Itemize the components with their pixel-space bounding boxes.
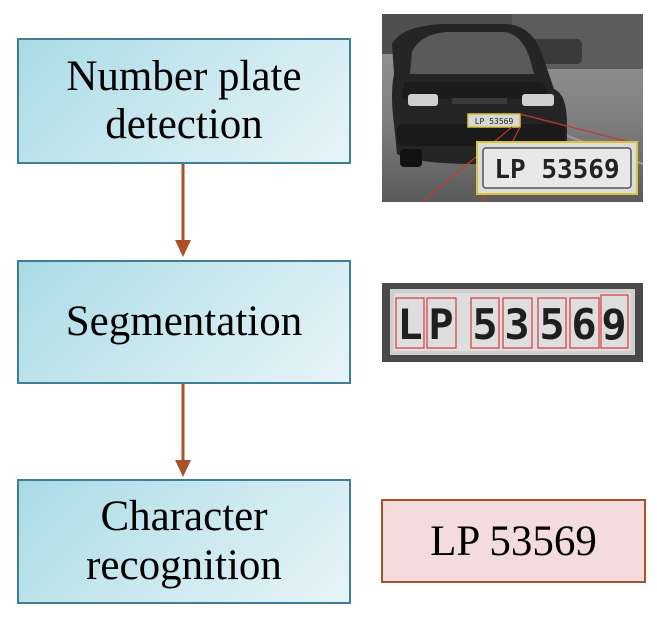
segment-char: 6 [571,300,596,349]
segment-char: P [428,300,453,349]
segment-char: L [397,300,422,349]
segment-char: 9 [601,300,626,349]
arrow-segmentation-to-recognition [175,384,191,477]
segment-char: 5 [472,300,497,349]
step-number-plate-detection: Number plate detection [17,38,351,164]
step-label-line: Character [100,493,268,541]
car-with-license-plate-photo: LP 53569 LP 53569 [382,14,643,202]
enlarged-plate-text: LP 53569 [494,155,619,185]
segment-char: 3 [504,300,529,349]
small-plate-text: LP 53569 [475,117,514,126]
segmented-plate-characters-photo: L P 5 3 5 6 9 [382,283,643,362]
step-label-line: detection [105,101,263,148]
step-label-line: Segmentation [65,297,303,345]
arrow-detection-to-segmentation [175,164,191,257]
result-text: LP 53569 [430,517,597,565]
segmentation-boxes [395,294,629,349]
step-segmentation: Segmentation [17,260,351,384]
step-character-recognition: Character recognition [17,479,351,604]
segment-char: 5 [539,300,564,349]
recognition-result: LP 53569 [381,499,646,583]
step-label-line: Number plate [66,52,302,100]
step-label-line: recognition [86,541,282,589]
